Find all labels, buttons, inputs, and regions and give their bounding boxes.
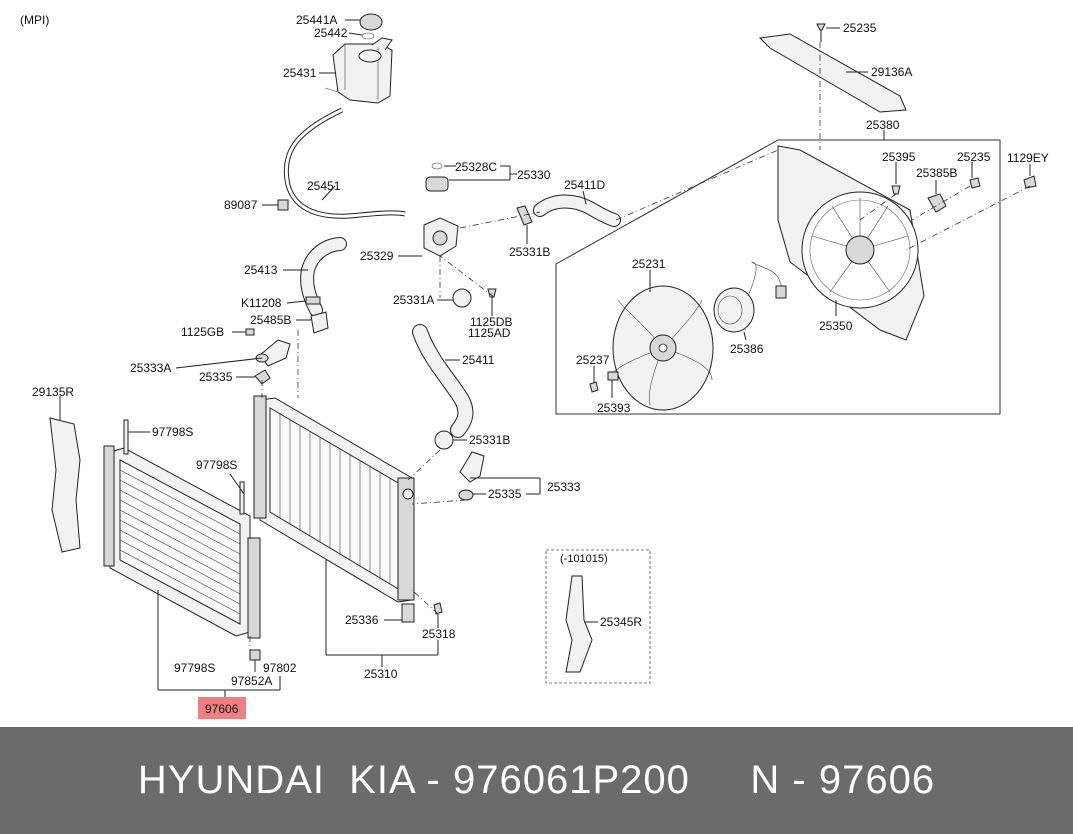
footer-part-number: HYUNDAI KIA - 976061P200 N - 97606: [137, 758, 936, 802]
label-25333: 25333: [547, 480, 581, 494]
label-25335-right: 25335: [488, 487, 522, 501]
label-29135R: 29135R: [32, 385, 74, 399]
label-25310: 25310: [364, 667, 398, 681]
radiator-25310: [253, 395, 443, 623]
label-25442: 25442: [314, 26, 348, 40]
label-25411: 25411: [462, 353, 495, 367]
label-97852A: 97852A: [231, 674, 272, 688]
label-25235-top: 25235: [843, 21, 877, 35]
label-25441A: 25441A: [296, 13, 337, 27]
label-25329: 25329: [360, 249, 394, 263]
fan-assembly-box: [555, 139, 1001, 415]
label-25335-left: 25335: [199, 370, 233, 384]
variant-label: (MPI): [20, 13, 49, 27]
label-25331B-bottom: 25331B: [469, 433, 510, 447]
label-25386: 25386: [730, 342, 764, 356]
label-25393: 25393: [597, 401, 631, 415]
label-97798S-top: 97798S: [152, 425, 193, 439]
label-25451: 25451: [307, 179, 341, 193]
label-25336: 25336: [345, 613, 379, 627]
thermostat-housing: [423, 162, 533, 257]
condenser-97606: [103, 419, 261, 661]
label-101015: (-101015): [560, 553, 608, 565]
label-25330: 25330: [517, 168, 551, 182]
air-guard-25345R: [565, 575, 593, 673]
assembly-lines: [249, 42, 1031, 650]
label-97798S-mid: 97798S: [196, 458, 237, 472]
label-97802: 97802: [263, 661, 297, 675]
overflow-hose: [283, 107, 406, 219]
label-25385B: 25385B: [916, 166, 957, 180]
label-25380: 25380: [866, 118, 900, 132]
lower-bracket-right: [458, 451, 485, 501]
label-1125AD: 1125AD: [468, 326, 511, 340]
air-guard-29136A: [758, 33, 907, 113]
label-25237: 25237: [576, 353, 610, 367]
label-89087: 89087: [224, 198, 258, 212]
air-guard-29135R: [49, 417, 81, 553]
upper-bracket-left: [245, 328, 291, 385]
label-25485B: 25485B: [250, 313, 291, 327]
fan-motor-25386: [713, 261, 787, 333]
label-1125GB: 1125GB: [181, 325, 224, 339]
detail-box-101015: [545, 549, 651, 684]
label-29136A: 29136A: [871, 65, 912, 79]
label-1125DB: 1125DB: [470, 315, 512, 329]
reservoir-tank: [324, 13, 393, 104]
label-25328C: 25328C: [455, 160, 497, 174]
radiator-parts-diagram: (MPI): [20, 13, 1049, 719]
label-1129EY: 1129EY: [1007, 151, 1049, 165]
label-25318: 25318: [422, 627, 456, 641]
label-25235-right: 25235: [957, 150, 991, 164]
label-25413: 25413: [244, 263, 278, 277]
label-25333A: 25333A: [130, 361, 171, 375]
hose-clip-89087: [277, 199, 289, 211]
label-25411D: 25411D: [564, 178, 605, 192]
part-labels: 25441A 25442 25431 25451 89087 25413 K11…: [32, 13, 1049, 688]
label-25331B-top: 25331B: [509, 245, 550, 259]
label-97798S-bottom: 97798S: [174, 661, 215, 675]
label-25231: 25231: [632, 257, 666, 271]
label-25345R: 25345R: [600, 615, 642, 629]
fan-blade-25231: [612, 285, 714, 411]
highlight-box: [198, 697, 246, 719]
label-K11208: K11208: [241, 296, 282, 310]
label-25431: 25431: [283, 66, 317, 80]
label-97606: 97606: [205, 702, 239, 716]
highlighted-part[interactable]: 97606: [198, 697, 246, 719]
label-25331A: 25331A: [393, 293, 434, 307]
footer-bar: HYUNDAI KIA - 976061P200 N - 97606: [0, 727, 1073, 834]
label-25350: 25350: [819, 319, 853, 333]
hose-clamp-25331B: [434, 430, 454, 450]
label-25395: 25395: [882, 150, 916, 164]
hose-clamp-25331A: [452, 288, 472, 308]
fan-shroud-25350: [777, 145, 1037, 341]
